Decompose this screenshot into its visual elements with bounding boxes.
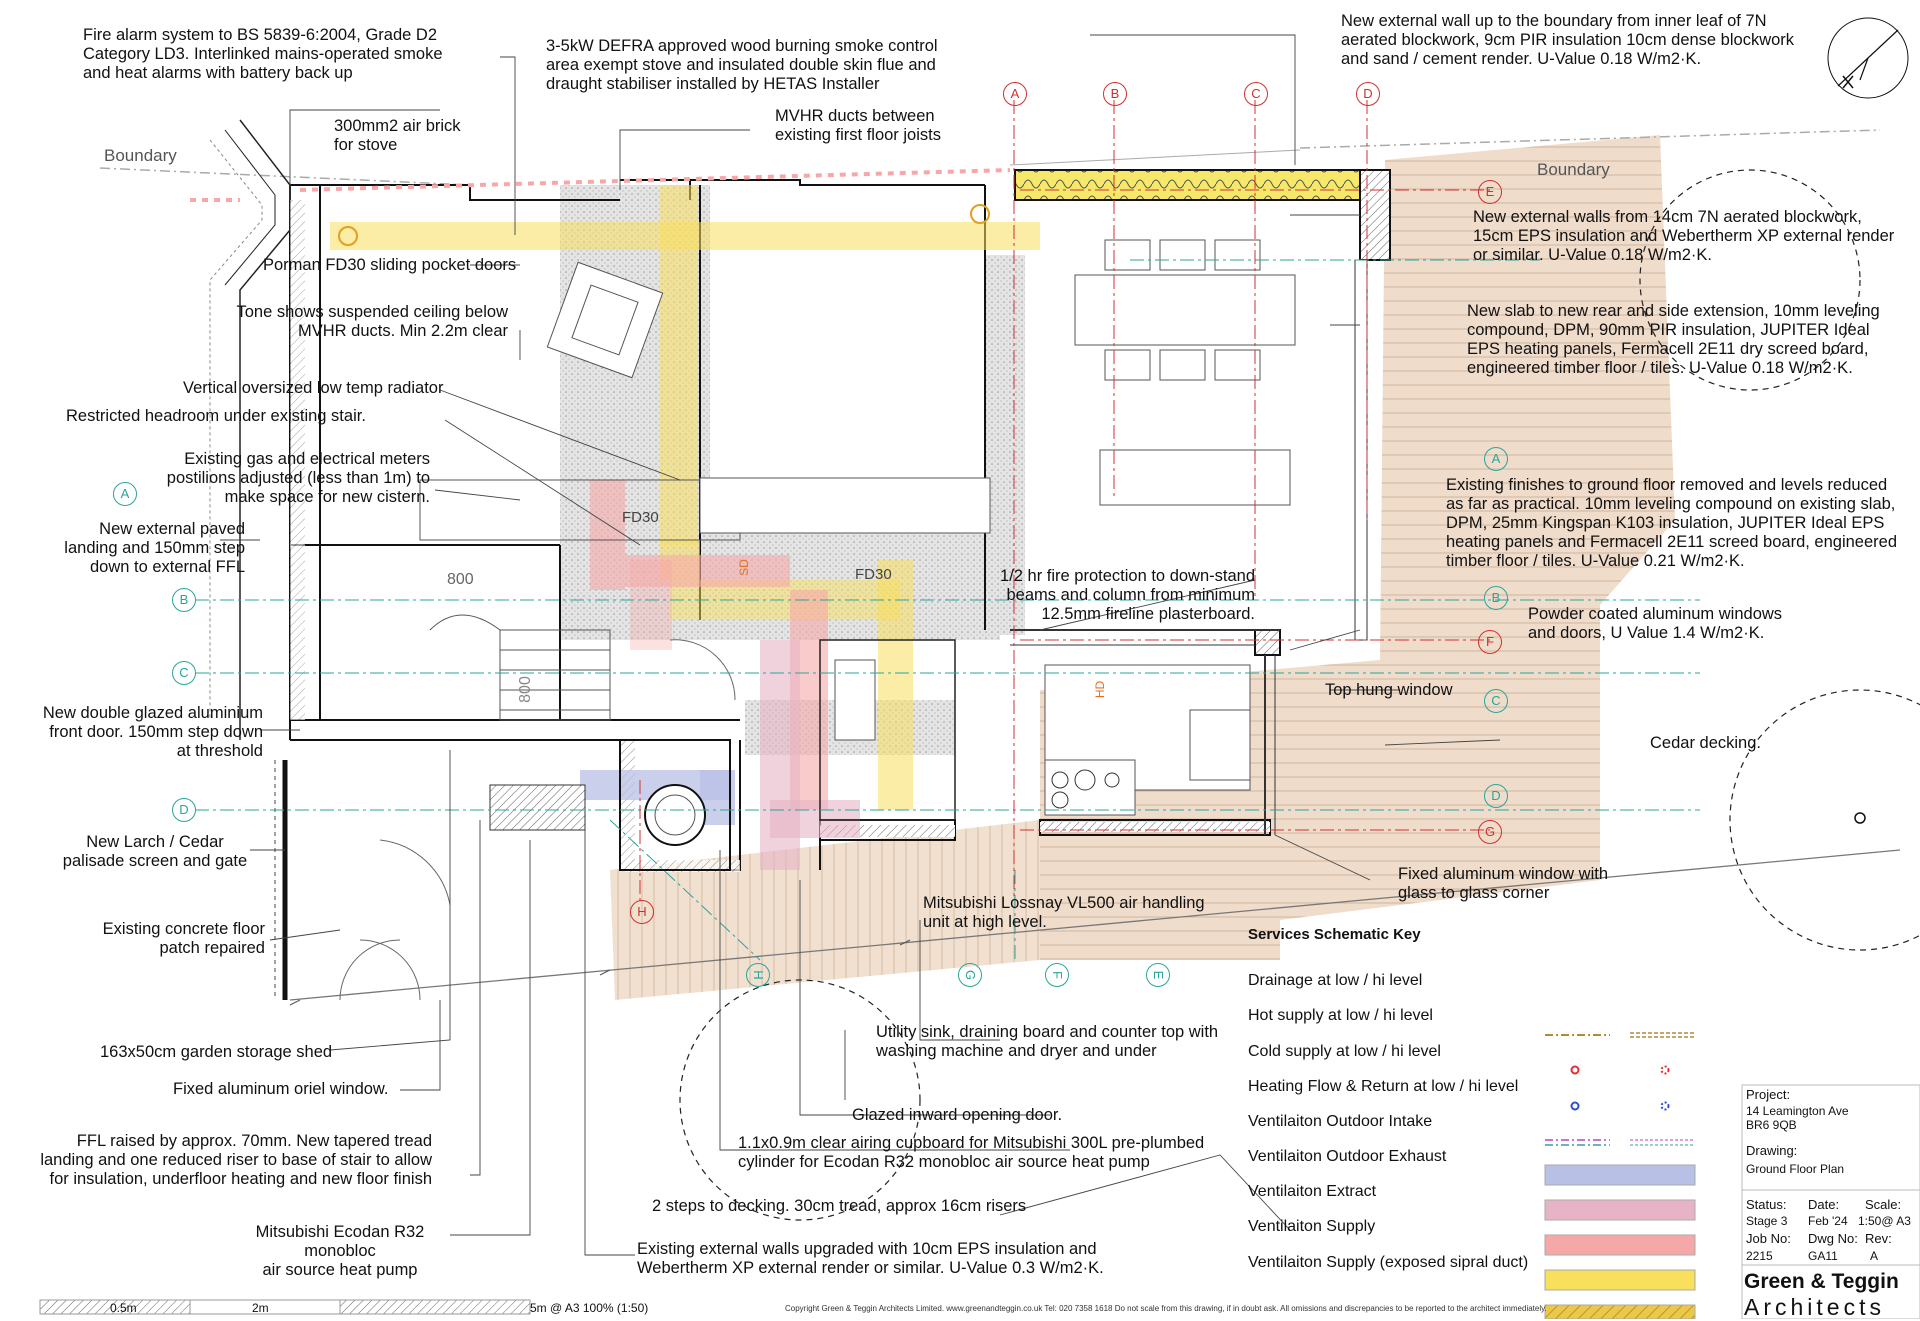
grid-bubble-left-a: A bbox=[113, 482, 137, 506]
note-new-external-wall: New external wall up to the boundary fro… bbox=[1341, 12, 1795, 68]
key-item-exhaust: Ventilaiton Outdoor Exhaust bbox=[1248, 1148, 1447, 1165]
scale-bar-label-0-5m: 0.5m bbox=[110, 1301, 137, 1315]
tb-job-label: Job No: bbox=[1746, 1231, 1791, 1246]
grid-bubble-bottom-g: G bbox=[958, 963, 982, 987]
boundary-label-left: Boundary bbox=[104, 146, 177, 165]
note-radiator: Vertical oversized low temp radiator bbox=[183, 379, 444, 397]
grid-bubble-left-d: D bbox=[172, 798, 196, 822]
note-oriel-window: Fixed aluminum oriel window. bbox=[173, 1080, 389, 1098]
tb-project-label: Project: bbox=[1746, 1087, 1791, 1102]
note-fire-alarm: Fire alarm system to BS 5839-6:2004, Gra… bbox=[83, 26, 443, 82]
note-ecodan: Mitsubishi Ecodan R32 monobloc air sourc… bbox=[255, 1223, 425, 1279]
key-item-cold-supply: Cold supply at low / hi level bbox=[1248, 1043, 1441, 1060]
grid-bubble-top-b: B bbox=[1103, 82, 1127, 106]
grid-bubble-right-green-c: C bbox=[1484, 689, 1508, 713]
note-concrete-floor: Existing concrete floor patch repaired bbox=[102, 920, 265, 957]
tb-drawing-value: Ground Floor Plan bbox=[1746, 1162, 1845, 1176]
note-top-hung: Top hung window bbox=[1325, 681, 1453, 699]
tb-rev-value: A bbox=[1870, 1249, 1879, 1263]
note-cedar-decking: Cedar decking. bbox=[1650, 734, 1761, 752]
scale-bar-label-5m: 5m @ A3 100% (1:50) bbox=[530, 1301, 649, 1315]
tb-status-value: Stage 3 bbox=[1746, 1214, 1788, 1228]
tb-scale-value: 1:50@ A3 bbox=[1858, 1214, 1911, 1228]
grid-bubble-right-e: E bbox=[1478, 180, 1502, 204]
tb-dwg-value: GA11 bbox=[1808, 1249, 1838, 1263]
note-restricted-headroom: Restricted headroom under existing stair… bbox=[66, 407, 366, 425]
note-tone-ceiling: Tone shows suspended ceiling below MVHR … bbox=[236, 303, 508, 340]
grid-bubble-right-green-a: A bbox=[1484, 447, 1508, 471]
note-air-brick: 300mm2 air brick for stove bbox=[334, 117, 461, 154]
grid-bubble-right-green-b: B bbox=[1484, 586, 1508, 610]
note-utility-sink: Utility sink, draining board and counter… bbox=[876, 1023, 1219, 1060]
grid-bubble-right-f: F bbox=[1478, 630, 1502, 654]
services-key-title: Services Schematic Key bbox=[1248, 926, 1421, 943]
heat-detector-label: HD bbox=[1093, 680, 1108, 699]
grid-bubble-top-a: A bbox=[1003, 82, 1027, 106]
grid-bubble-top-d: D bbox=[1356, 82, 1380, 106]
smoke-detector-label: SD bbox=[736, 559, 751, 576]
dimension-800-vertical: 800 bbox=[516, 676, 534, 703]
note-garden-shed: 163x50cm garden storage shed bbox=[100, 1043, 333, 1061]
grid-bubble-bottom-e: E bbox=[1146, 963, 1170, 987]
grid-bubble-top-c: C bbox=[1244, 82, 1268, 106]
note-powder-coated: Powder coated aluminum windows and doors… bbox=[1528, 605, 1783, 642]
key-item-hot-supply: Hot supply at low / hi level bbox=[1248, 1007, 1433, 1024]
grid-bubble-left-b: B bbox=[172, 588, 196, 612]
note-fire-protection: 1/2 hr fire protection to down-stand bea… bbox=[1000, 567, 1255, 623]
fd30-label-a: FD30 bbox=[622, 509, 659, 526]
note-mitsubishi-lossnay: Mitsubishi Lossnay VL500 air handling un… bbox=[923, 894, 1205, 931]
grid-bubble-bottom-h: H bbox=[746, 963, 770, 987]
tb-date-value: Feb '24 bbox=[1808, 1214, 1848, 1228]
boundary-label-right: Boundary bbox=[1537, 160, 1610, 179]
note-meters: Existing gas and electrical meters posti… bbox=[166, 450, 430, 506]
key-item-intake: Ventilaiton Outdoor Intake bbox=[1248, 1113, 1433, 1130]
grid-bubble-left-c: C bbox=[172, 661, 196, 685]
dimension-800-horizontal: 800 bbox=[447, 571, 474, 588]
grid-bubble-bottom-f: F bbox=[1045, 963, 1069, 987]
tb-date-label: Date: bbox=[1808, 1197, 1840, 1212]
key-item-heating: Heating Flow & Return at low / hi level bbox=[1248, 1078, 1519, 1095]
tb-project-value: 14 Leamington Ave BR6 9QB bbox=[1746, 1104, 1849, 1132]
key-item-extract: Ventilaiton Extract bbox=[1248, 1183, 1377, 1200]
note-mvhr-ducts: MVHR ducts between existing first floor … bbox=[775, 107, 941, 144]
grid-bubble-red-h: H bbox=[630, 900, 654, 924]
firm-name-line2: Architects bbox=[1744, 1294, 1885, 1320]
note-front-door: New double glazed aluminium front door. … bbox=[42, 704, 263, 760]
note-existing-finishes: Existing finishes to ground floor remove… bbox=[1446, 476, 1897, 570]
note-paved-landing: New external paved landing and 150mm ste… bbox=[64, 520, 245, 576]
tb-rev-label: Rev: bbox=[1865, 1231, 1892, 1246]
grid-bubble-right-g: G bbox=[1478, 820, 1502, 844]
grid-bubble-right-green-d: D bbox=[1484, 784, 1508, 808]
key-item-supply-spiral: Ventilaiton Supply (exposed sipral duct) bbox=[1248, 1254, 1529, 1271]
note-larch-screen: New Larch / Cedar palisade screen and ga… bbox=[62, 833, 248, 870]
note-existing-walls-upgraded: Existing external walls upgraded with 10… bbox=[637, 1240, 1104, 1277]
tb-status-label: Status: bbox=[1746, 1197, 1787, 1212]
tb-dwg-label: Dwg No: bbox=[1808, 1231, 1858, 1246]
note-fixed-window-glass: Fixed aluminum window with glass to glas… bbox=[1398, 865, 1608, 902]
fd30-label-b: FD30 bbox=[855, 566, 892, 583]
note-stove: 3-5kW DEFRA approved wood burning smoke … bbox=[546, 37, 938, 93]
note-new-walls-eps: New external walls from 14cm 7N aerated … bbox=[1473, 208, 1895, 264]
scale-bar-label-2m: 2m bbox=[252, 1301, 269, 1315]
note-ffl-raised: FFL raised by approx. 70mm. New tapered … bbox=[40, 1132, 432, 1188]
note-porman-doors: Porman FD30 sliding pocket doors bbox=[263, 256, 517, 274]
note-airing-cupboard: 1.1x0.9m clear airing cupboard for Mitsu… bbox=[738, 1134, 1205, 1171]
note-glazed-door: Glazed inward opening door. bbox=[852, 1106, 1063, 1124]
tb-job-value: 2215 bbox=[1746, 1249, 1773, 1263]
tb-drawing-label: Drawing: bbox=[1746, 1143, 1798, 1158]
key-item-supply: Ventilaiton Supply bbox=[1248, 1218, 1376, 1235]
note-new-slab: New slab to new rear and side extension,… bbox=[1467, 302, 1880, 377]
firm-name-line1: Green & Teggin bbox=[1744, 1270, 1899, 1293]
note-steps-decking: 2 steps to decking. 30cm tread, approx 1… bbox=[652, 1197, 1027, 1215]
footer-copyright: Copyright Green & Teggin Architects Limi… bbox=[785, 1304, 1547, 1313]
key-item-drainage: Drainage at low / hi level bbox=[1248, 972, 1423, 989]
tb-scale-label: Scale: bbox=[1865, 1197, 1902, 1212]
